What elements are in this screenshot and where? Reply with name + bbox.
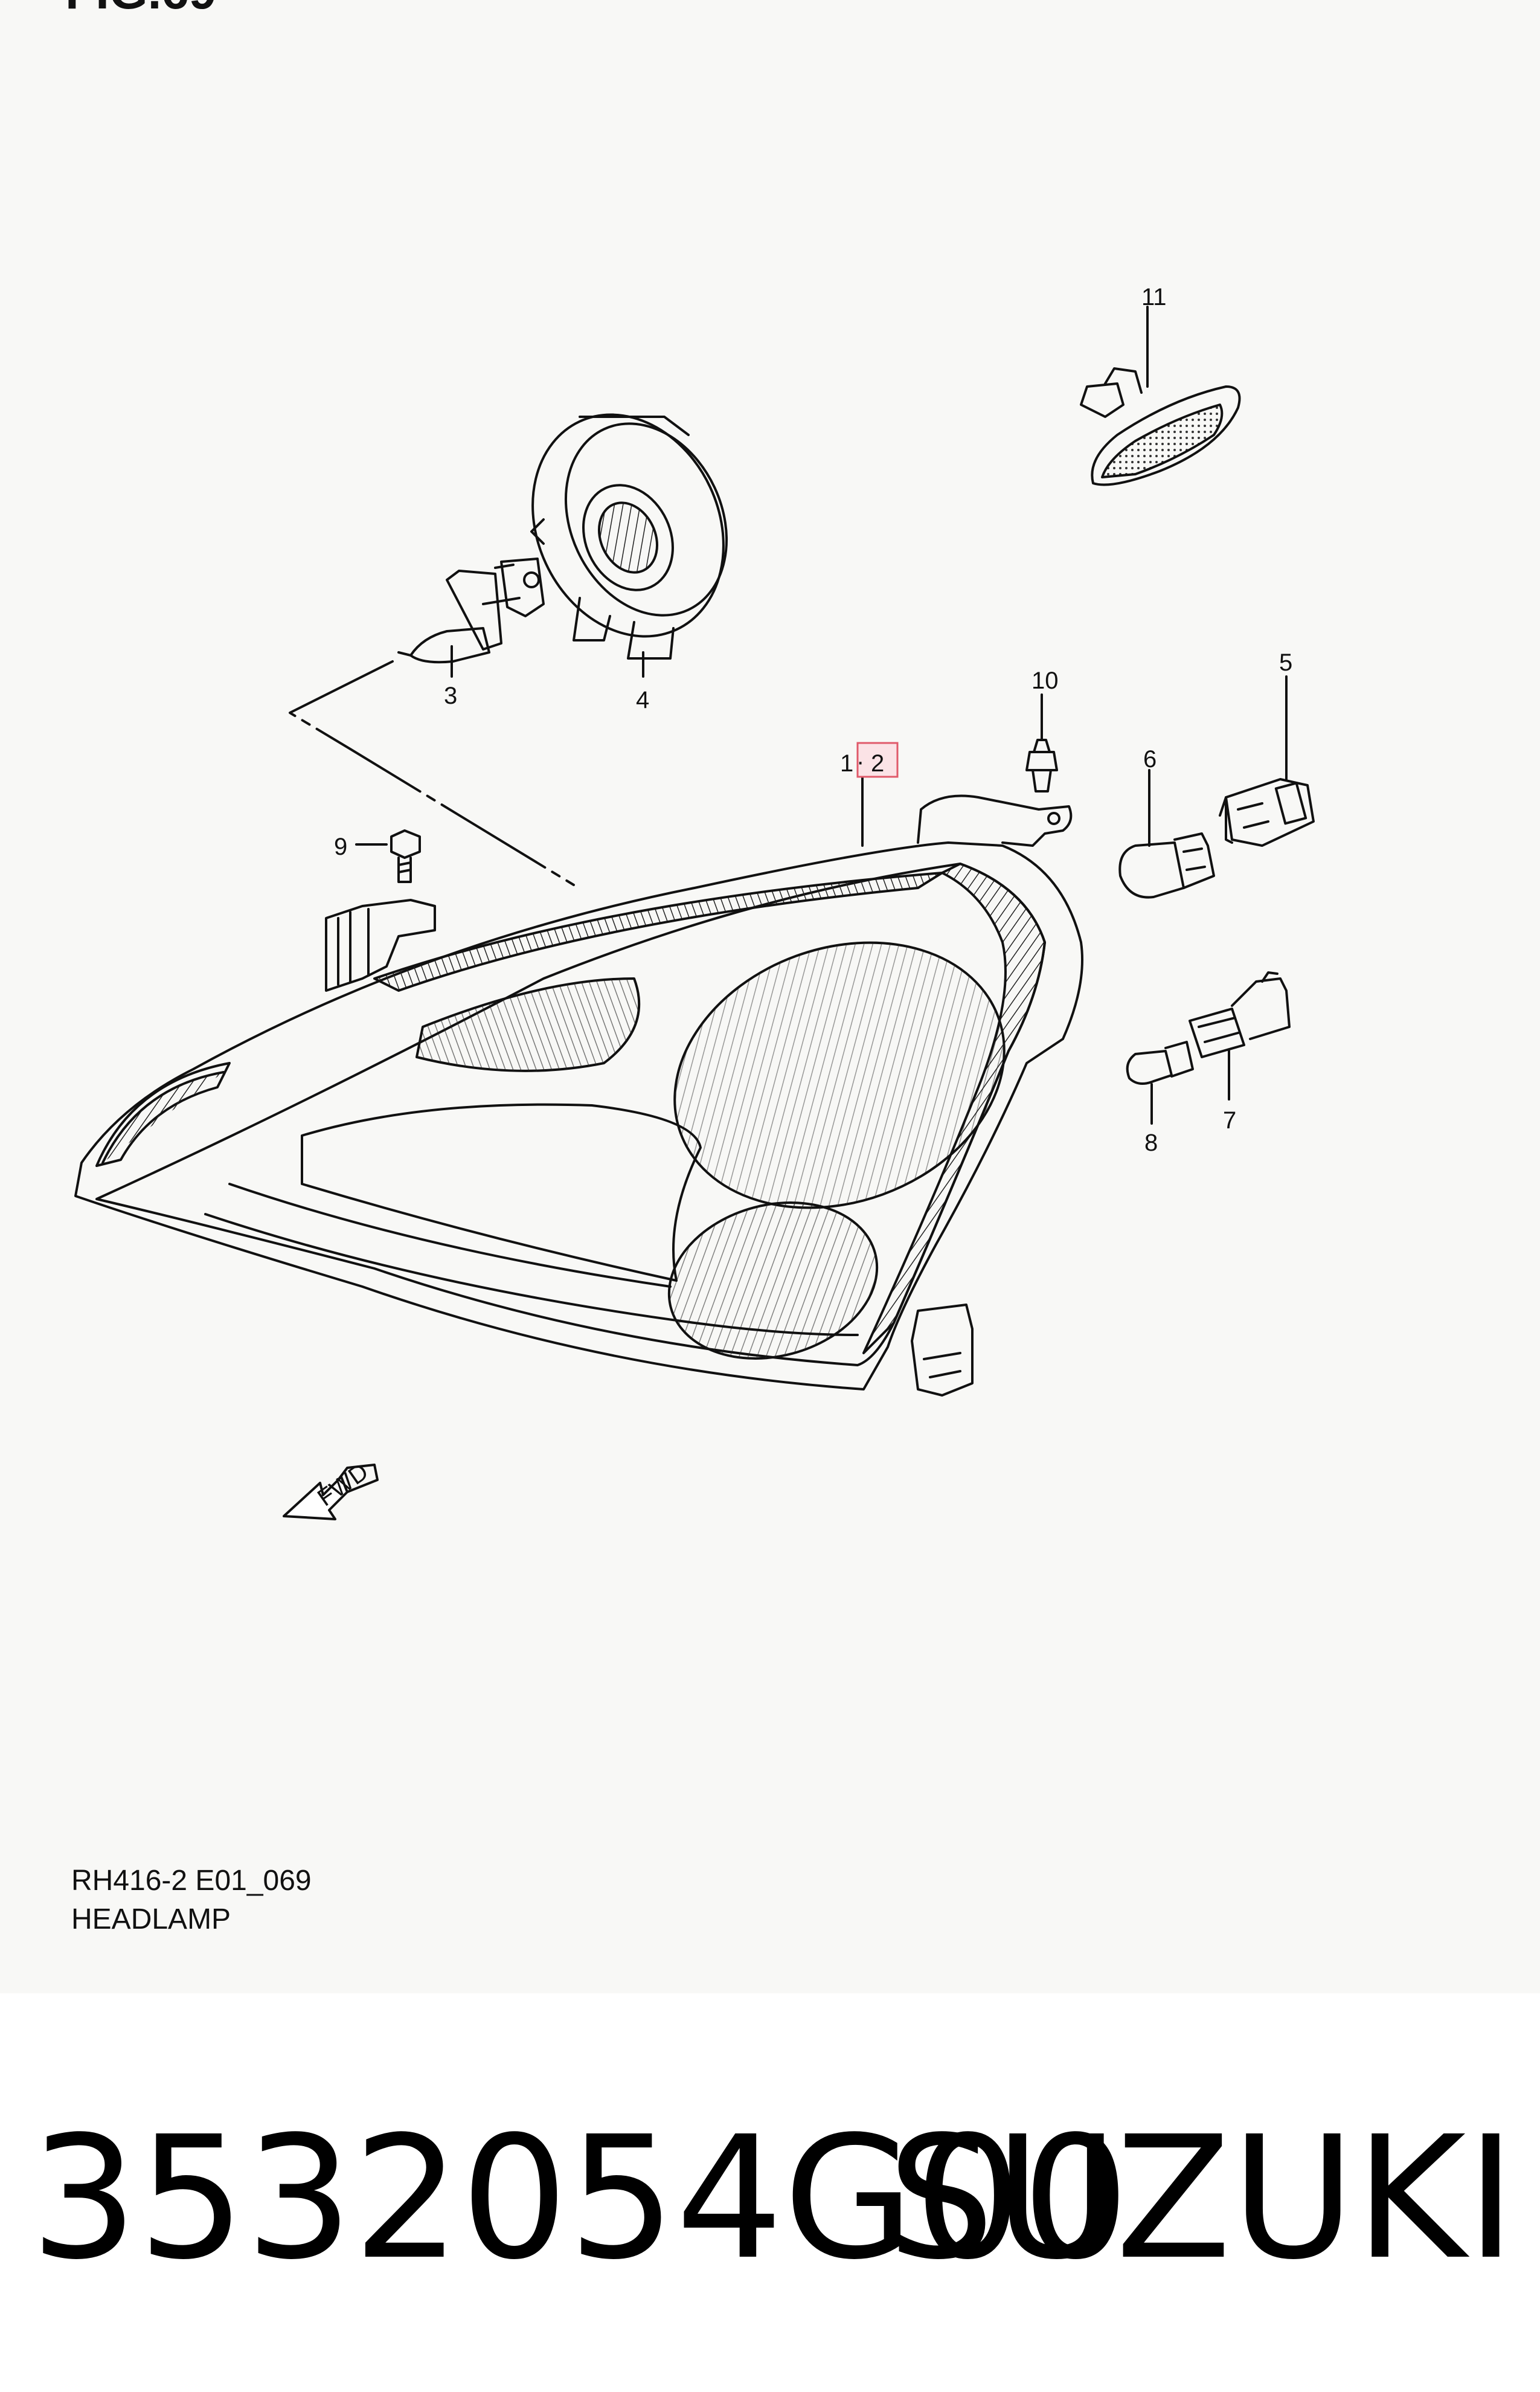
part-7-position-lamp-socket [1189, 971, 1291, 1101]
callout-2: 2 [871, 750, 884, 777]
callout-7: 7 [1223, 1107, 1236, 1134]
headlamp-assembly [74, 771, 1083, 1397]
installation-guide-line [289, 660, 575, 886]
part-10-clip [1025, 693, 1058, 793]
callout-3: 3 [444, 683, 457, 709]
headlamp-exploded-diagram: FIG.69 [65, 0, 1315, 1520]
fwd-direction-arrow [283, 1464, 379, 1520]
part-number: 3532054G00 [30, 2100, 1130, 2297]
callout-8: 8 [1144, 1130, 1158, 1156]
callout-6: 6 [1143, 746, 1157, 773]
figure-title: FIG.69 [65, 0, 217, 19]
part-3-h4-bulb [397, 558, 545, 678]
callout-4: 4 [636, 687, 649, 713]
callout-1: 1 [840, 750, 853, 777]
part-number-band [0, 1993, 1540, 2392]
callout-5: 5 [1279, 649, 1292, 676]
part-9-bolt [355, 829, 421, 883]
exploded-diagram-panel: FIG.69 [65, 0, 1315, 1935]
part-6-wedge-bulb [1118, 769, 1215, 899]
brand-name: SUZUKI [887, 2100, 1516, 2297]
callout-10: 10 [1031, 667, 1059, 694]
part-5-turn-signal-socket [1219, 675, 1315, 847]
diagram-name: HEADLAMP [71, 1903, 231, 1935]
diagram-code: RH416-2 E01_069 [71, 1865, 312, 1897]
callout-9: 9 [334, 834, 347, 860]
part-8-position-bulb [1126, 1041, 1194, 1125]
highlighted-callout-box [856, 742, 899, 778]
part-4-bulb-socket [530, 413, 728, 678]
callout-11: 11 [1141, 284, 1167, 310]
part-11-side-marker [1080, 306, 1241, 486]
callout-separator-dot: · [856, 748, 864, 775]
